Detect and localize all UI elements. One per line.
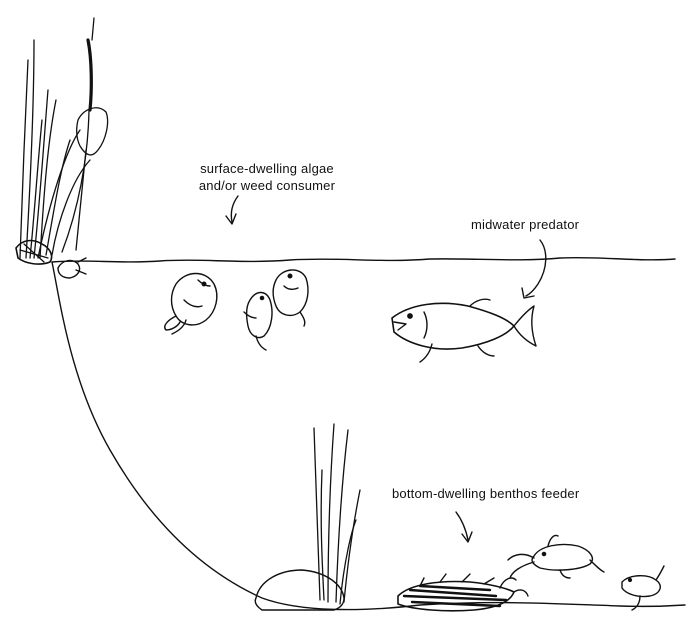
surface-feeder-label-line2: and/or weed consumer: [172, 177, 362, 194]
pond-basin-outline: [52, 262, 685, 610]
surface-fish-2: [244, 293, 272, 351]
small-fish-lower-right: [622, 566, 664, 610]
surface-feeder-label: surface-dwelling algae and/or weed consu…: [172, 160, 362, 194]
arrow-bottom: [456, 512, 468, 540]
midwater-predator-fish: [392, 299, 536, 362]
catfish: [508, 535, 604, 578]
surface-fish-3: [273, 270, 308, 326]
water-surface-line: [52, 258, 675, 262]
rock: [255, 570, 344, 610]
surface-fish-1: [165, 274, 217, 335]
arrow-midwater: [526, 240, 546, 296]
shore-reeds: [16, 18, 108, 264]
arrow-midwater-head: [522, 288, 534, 298]
bottom-reeds: [314, 424, 360, 604]
midwater-predator-label: midwater predator: [471, 216, 579, 233]
surface-feeder-label-line1: surface-dwelling algae: [172, 160, 362, 177]
bottom-feeder-label: bottom-dwelling benthos feeder: [392, 485, 579, 502]
